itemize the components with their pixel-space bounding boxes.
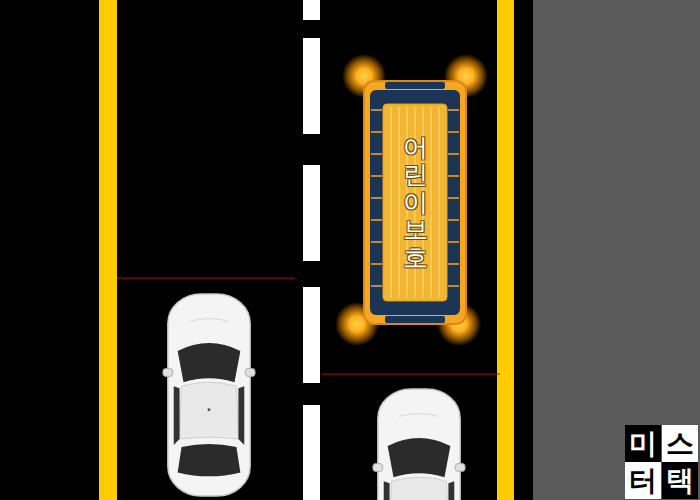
car-left (163, 294, 255, 496)
center-dash (303, 0, 320, 500)
watermark: 스 (662, 425, 698, 462)
car-right (373, 389, 465, 500)
bus-sign: 어린이보호 (403, 134, 428, 272)
watermark: 터 (625, 462, 661, 499)
watermark: 미 (625, 425, 661, 462)
school-bus: 어린이보호 (363, 80, 467, 325)
watermark: 택 (662, 462, 698, 499)
warning-lights (335, 54, 488, 346)
